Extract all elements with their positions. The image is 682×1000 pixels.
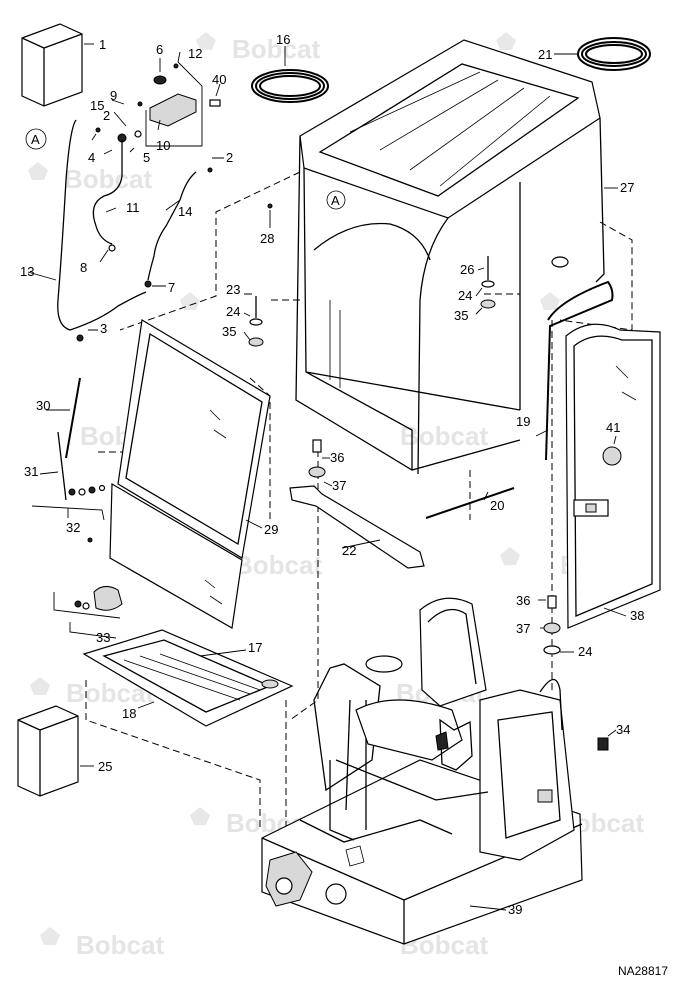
callout-28: 28 (260, 231, 274, 246)
seal-16 (251, 46, 329, 103)
callout-31: 31 (24, 464, 38, 479)
watermark-logo (190, 807, 210, 825)
callout-30: 30 (36, 398, 50, 413)
fasteners-right (475, 256, 496, 315)
floor-plate-17-18 (82, 629, 294, 727)
callout-36b: 36 (516, 593, 530, 608)
callout-17: 17 (248, 640, 262, 655)
watermark-text: Bobcat (234, 550, 322, 580)
callout-36: 36 (330, 450, 344, 465)
callout-24c: 24 (578, 644, 592, 659)
washer-motor-assembly (92, 61, 221, 288)
watermark-logo (28, 162, 48, 180)
document-id: NA28817 (617, 964, 668, 978)
callout-2: 2 (103, 108, 110, 123)
reference-marker-a: A (31, 132, 40, 147)
cab-door-38 (565, 323, 661, 629)
callout-39: 39 (508, 902, 522, 917)
callout-24b: 24 (458, 288, 472, 303)
operator-station-39 (261, 597, 583, 945)
callout-1: 1 (99, 37, 106, 52)
fasteners-left (243, 293, 264, 347)
cab-frame-27: A (295, 39, 618, 475)
part-box-25 (17, 705, 94, 797)
watermark-logo (40, 927, 60, 945)
callout-33: 33 (96, 630, 110, 645)
callout-12: 12 (188, 46, 202, 61)
callout-18: 18 (122, 706, 136, 721)
door-seal-19 (535, 280, 614, 461)
callout-14: 14 (178, 204, 192, 219)
callout-15: 15 (90, 98, 104, 113)
watermark-logo (496, 32, 516, 50)
callouts: 1 2 2 3 4 5 6 7 8 9 10 11 12 13 14 15 16… (20, 32, 644, 917)
callout-32: 32 (66, 520, 80, 535)
callout-9: 9 (110, 88, 117, 103)
seal-21 (554, 37, 651, 71)
callout-2b: 2 (226, 150, 233, 165)
switch-34 (597, 729, 617, 751)
callout-37: 37 (332, 478, 346, 493)
callout-5: 5 (143, 150, 150, 165)
fasteners-28 (267, 203, 273, 228)
callout-35b: 35 (454, 308, 468, 323)
callout-40: 40 (212, 72, 226, 87)
bracket-22 (289, 485, 425, 569)
windshield-29 (109, 319, 271, 629)
callout-38: 38 (630, 608, 644, 623)
fasteners-door (538, 595, 574, 655)
fasteners-center (308, 439, 333, 487)
callout-21: 21 (538, 47, 552, 62)
watermark-text: Bobcat (400, 421, 488, 451)
strip-20 (425, 487, 515, 519)
callout-10: 10 (156, 138, 170, 153)
callout-27: 27 (620, 180, 634, 195)
wiper-assembly (31, 377, 106, 543)
callout-41: 41 (606, 420, 620, 435)
callout-25: 25 (98, 759, 112, 774)
washer-hose-13: A (25, 119, 147, 342)
watermark-text: Bobcat (64, 164, 152, 194)
callout-4: 4 (88, 150, 95, 165)
part-box-1 (21, 23, 94, 107)
watermark-logo (196, 32, 216, 50)
watermark-text: Bobcat (232, 34, 320, 64)
callout-13: 13 (20, 264, 34, 279)
wiper-motor-33 (53, 586, 123, 639)
callout-11: 11 (126, 200, 140, 215)
callout-23: 23 (226, 282, 240, 297)
callout-6: 6 (156, 42, 163, 57)
watermark-logo (30, 677, 50, 695)
watermark-text: Bobcat (76, 930, 164, 960)
reference-marker-a-cab: A (331, 193, 340, 208)
leader-lines (27, 51, 224, 331)
watermark-logo (180, 292, 200, 310)
callout-22: 22 (342, 543, 356, 558)
callout-16: 16 (276, 32, 290, 47)
callout-20: 20 (490, 498, 504, 513)
callout-37b: 37 (516, 621, 530, 636)
watermark-logo (540, 292, 560, 310)
callout-19: 19 (516, 414, 530, 429)
callout-26: 26 (460, 262, 474, 277)
callout-7: 7 (168, 280, 175, 295)
watermark-logo (500, 547, 520, 565)
callout-24: 24 (226, 304, 240, 319)
callout-29: 29 (264, 522, 278, 537)
callout-3: 3 (100, 321, 107, 336)
callout-35: 35 (222, 324, 236, 339)
callout-8: 8 (80, 260, 87, 275)
callout-34: 34 (616, 722, 630, 737)
